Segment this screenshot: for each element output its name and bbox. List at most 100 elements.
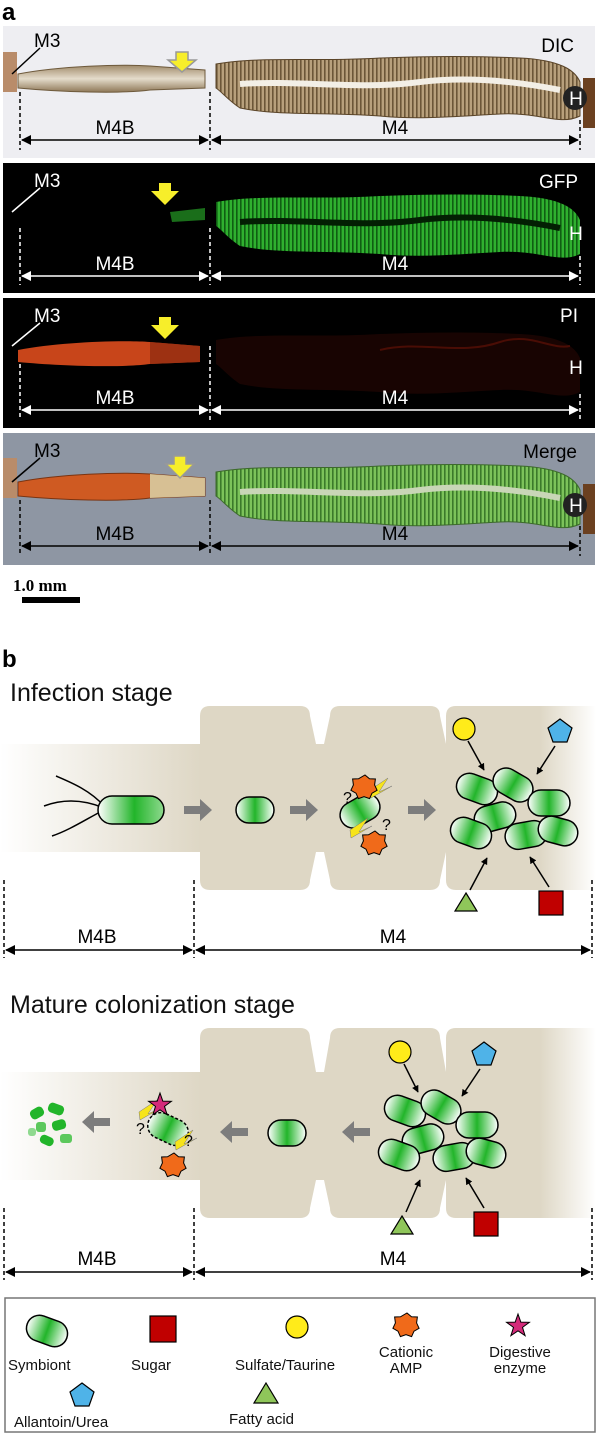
merge-m3-label: M3 <box>34 441 60 462</box>
gfp-m4b-signal <box>170 208 205 222</box>
infection-sulfate <box>452 717 476 741</box>
merge-lumen <box>239 484 561 501</box>
mature-sugar <box>473 1211 499 1237</box>
row-pi: M3 PI H M4B M4 <box>3 298 595 428</box>
scale-bar <box>22 597 80 603</box>
dic-lumen <box>239 76 561 93</box>
dic-m3-label: M3 <box>34 31 60 52</box>
legend-amp-icon <box>392 1312 420 1338</box>
gfp-h-label: H <box>569 224 583 245</box>
mature-allantoin <box>471 1041 497 1066</box>
infection-fatty-arrow <box>469 857 488 891</box>
row-dic: M3 DIC H M4B M4 <box>3 26 595 158</box>
legend-sulfate-icon <box>285 1315 309 1339</box>
mature-sulfate <box>388 1040 412 1064</box>
infection-m4-label: M4 <box>380 927 407 948</box>
legend-allantoin-label: Allantoin/Urea <box>14 1414 109 1431</box>
dic-h-tissue <box>583 78 595 128</box>
merge-m3-pointer <box>11 457 41 483</box>
gfp-m4-label: M4 <box>382 254 409 275</box>
dic-h-bg <box>563 86 587 110</box>
flagellated-symbiont <box>43 775 165 837</box>
pi-m4b-label: M4B <box>95 388 134 409</box>
infection-amp-bottom <box>360 830 388 856</box>
mature-colony <box>377 1089 507 1173</box>
mature-m4b-label: M4B <box>77 1249 116 1270</box>
dic-m4b-gut <box>17 64 206 93</box>
mature-arrow-3 <box>342 1121 370 1143</box>
mature-digestive-enzyme <box>147 1091 173 1116</box>
mature-m4-wall <box>200 1028 446 1218</box>
gfp-lumen <box>239 214 561 231</box>
mature-m4-fade <box>540 1028 596 1218</box>
pi-m3-pointer <box>11 322 41 347</box>
gfp-yellow-arrow <box>151 183 179 205</box>
mature-stage: Mature colonization stage ? ? <box>0 991 596 1280</box>
gfp-channel-label: GFP <box>539 172 578 193</box>
mature-sugar-arrow <box>465 1177 485 1209</box>
infection-attacked-symbiont: ? ? <box>339 777 393 839</box>
infection-m4b-label: M4B <box>77 927 116 948</box>
mature-attacked-symbiont: ? ? <box>136 1099 198 1151</box>
mature-q2: ? <box>184 1133 193 1150</box>
infection-title: Infection stage <box>10 679 173 707</box>
legend: Symbiont Sugar Sulfate/Taurine Cationic … <box>4 1297 596 1433</box>
pi-m4-gut <box>216 332 580 396</box>
dic-m4-label: M4 <box>382 118 409 139</box>
infection-q2: ? <box>382 817 391 834</box>
mature-title: Mature colonization stage <box>10 991 295 1019</box>
dic-m3-pointer <box>11 47 41 75</box>
legend-digestive-label-2: enzyme <box>494 1360 547 1377</box>
infection-fatty <box>453 891 479 912</box>
infection-sugar <box>538 890 564 916</box>
pi-channel-label: PI <box>560 306 578 327</box>
dic-h-label: H <box>569 89 583 110</box>
infection-q1: ? <box>343 790 352 807</box>
infection-sugar-arrow <box>529 856 550 888</box>
dic-channel-label: DIC <box>541 36 574 57</box>
dic-yellow-arrow <box>165 51 199 73</box>
infection-stage: Infection stage ? ? <box>0 679 596 958</box>
infection-sulfate-arrow <box>467 740 485 771</box>
merge-h-bg <box>563 493 587 517</box>
infection-colony <box>449 767 579 851</box>
pi-h-label: H <box>569 358 583 379</box>
pi-m4-label: M4 <box>382 388 409 409</box>
mature-fatty-arrow <box>405 1179 421 1213</box>
merge-m3-tissue <box>3 458 17 498</box>
pi-yellow-arrow <box>151 317 179 339</box>
legend-digestive-icon <box>505 1312 531 1337</box>
gfp-m3-pointer <box>11 187 41 213</box>
mature-symbiont-single <box>267 1119 307 1147</box>
merge-h-tissue <box>583 484 595 534</box>
dic-m4b-label: M4B <box>95 118 134 139</box>
infection-m4-wall <box>200 706 446 890</box>
digested-symbiont <box>28 1102 72 1147</box>
legend-fatty-icon <box>252 1381 280 1404</box>
dic-m4-gut <box>215 56 581 121</box>
infection-arrow-2 <box>290 799 318 821</box>
merge-yellow-arrow <box>164 455 196 480</box>
mature-amp <box>159 1152 187 1178</box>
panel-a-letter: a <box>2 0 16 26</box>
dic-m3-tissue <box>3 52 17 92</box>
infection-allantoin-arrow <box>536 745 556 775</box>
legend-sulfate-label: Sulfate/Taurine <box>235 1357 335 1374</box>
legend-sugar-label: Sugar <box>131 1357 171 1374</box>
mature-q1: ? <box>136 1121 145 1138</box>
infection-arrow-3 <box>408 799 436 821</box>
legend-sugar-icon <box>149 1315 177 1343</box>
legend-cationic-label-1: Cationic <box>379 1344 434 1361</box>
infection-m4b-lumen <box>0 744 200 852</box>
pi-m3-label: M3 <box>34 306 60 327</box>
legend-symbiont-icon <box>25 1314 69 1348</box>
panel-b-letter: b <box>2 646 17 673</box>
mature-arrow-1 <box>82 1111 110 1133</box>
legend-allantoin-icon <box>69 1382 95 1407</box>
mature-fatty <box>389 1214 415 1235</box>
gfp-m4b-label: M4B <box>95 254 134 275</box>
merge-h-label: H <box>569 496 583 517</box>
pi-m4-faint <box>379 337 571 351</box>
mature-arrow-2 <box>220 1121 248 1143</box>
